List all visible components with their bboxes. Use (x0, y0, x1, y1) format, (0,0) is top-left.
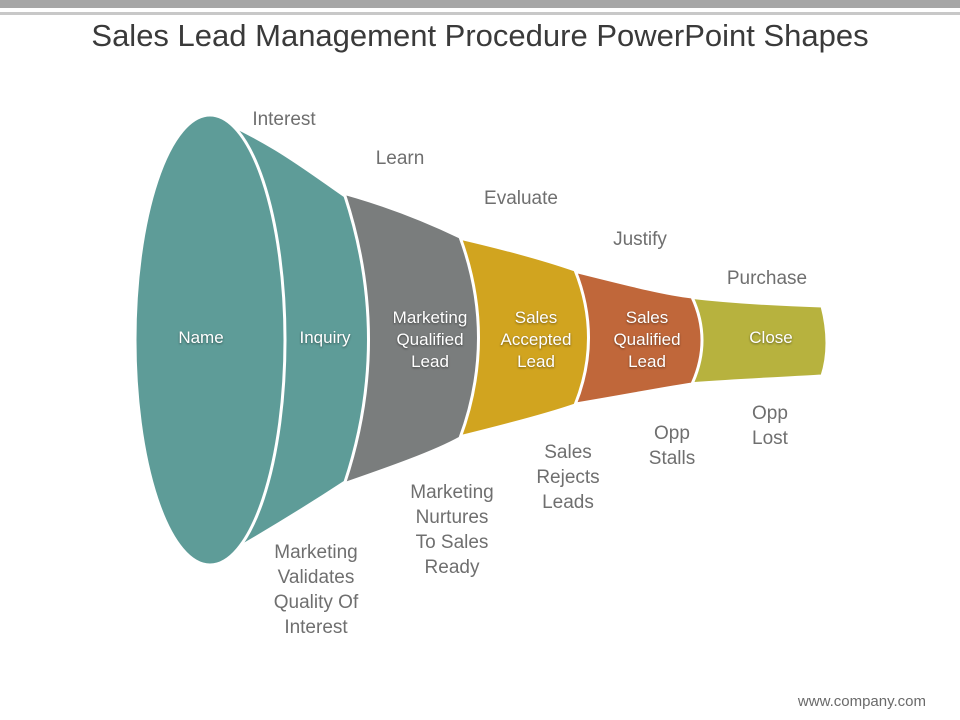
top-label-purchase: Purchase (726, 268, 808, 289)
stage-label-name: Name (178, 328, 224, 347)
stage-label-inquiry: Inquiry (299, 328, 351, 347)
top-label-justify: Justify (613, 229, 667, 250)
header-bar-line (0, 12, 960, 15)
top-label-learn: Learn (375, 148, 425, 169)
footer-url: www.company.com (797, 693, 926, 710)
header-bar-top (0, 0, 960, 8)
top-label-interest: Interest (252, 109, 316, 130)
stage-label-close: Close (749, 328, 793, 347)
top-label-evaluate: Evaluate (484, 188, 558, 209)
funnel-segment-name (133, 113, 287, 567)
slide-title: Sales Lead Management Procedure PowerPoi… (91, 18, 869, 53)
